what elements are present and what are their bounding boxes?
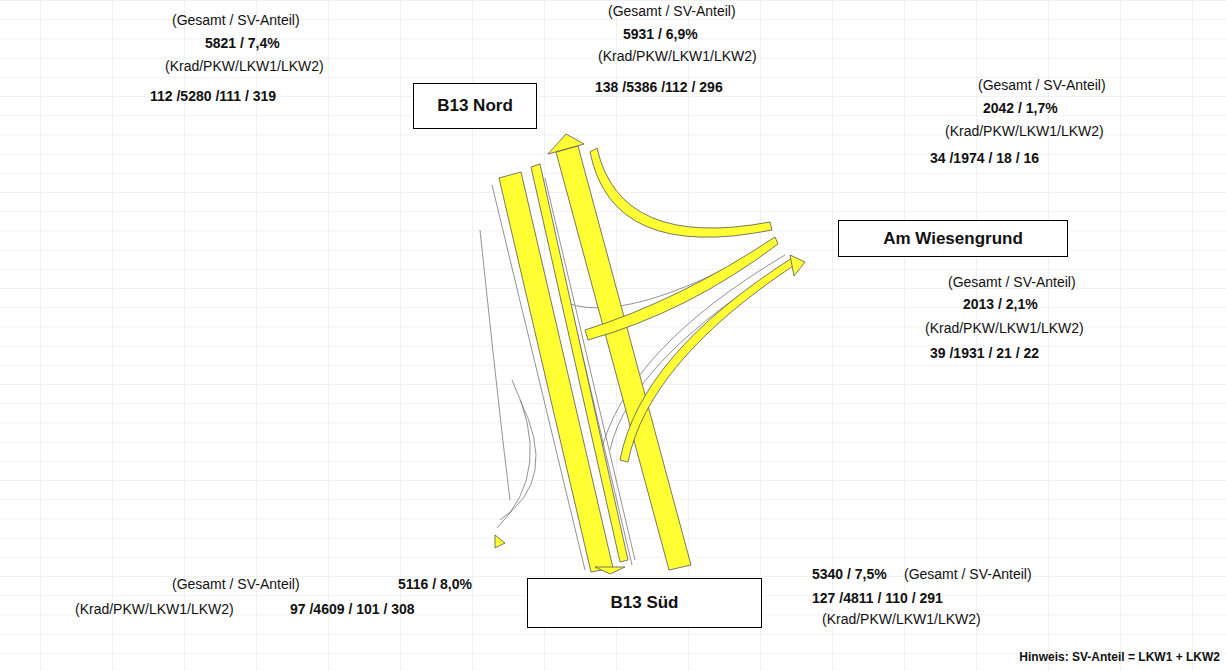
total-count: 5340 / 7,5% (812, 566, 887, 583)
class-counts: 39 /1931 / 21 / 22 (930, 345, 1039, 362)
total-count: 5116 / 8,0% (398, 576, 472, 593)
total-count: 2042 / 1,7% (983, 100, 1058, 117)
road-name-box: B13 Süd (527, 578, 762, 628)
class-counts: 97 /4609 / 101 / 308 (290, 601, 415, 618)
class-heading: (Krad/PKW/LKW1/LKW2) (598, 48, 757, 65)
class-heading: (Krad/PKW/LKW1/LKW2) (822, 611, 981, 628)
road-name-box: Am Wiesengrund (838, 220, 1068, 257)
note: Hinweis: SV-Anteil = LKW1 + LKW2 (1019, 649, 1220, 666)
count-heading: (Gesamt / SV-Anteil) (948, 274, 1076, 291)
class-heading: (Krad/PKW/LKW1/LKW2) (945, 123, 1104, 140)
count-heading: (Gesamt / SV-Anteil) (172, 576, 300, 593)
count-heading: (Gesamt / SV-Anteil) (608, 3, 736, 20)
count-heading: (Gesamt / SV-Anteil) (978, 77, 1106, 94)
road-name: Am Wiesengrund (883, 229, 1023, 249)
total-count: 5821 / 7,4% (205, 35, 280, 52)
count-heading: (Gesamt / SV-Anteil) (172, 12, 300, 29)
count-heading: (Gesamt / SV-Anteil) (904, 566, 1032, 583)
road-name: B13 Süd (610, 593, 678, 613)
road-name-box: B13 Nord (413, 83, 537, 129)
road-bands (495, 134, 805, 574)
road-name: B13 Nord (437, 96, 513, 116)
class-heading: (Krad/PKW/LKW1/LKW2) (165, 58, 324, 75)
class-heading: (Krad/PKW/LKW1/LKW2) (925, 320, 1084, 337)
class-counts: 112 /5280 /111 / 319 (150, 88, 276, 105)
class-heading: (Krad/PKW/LKW1/LKW2) (75, 601, 234, 618)
total-count: 5931 / 6,9% (623, 26, 698, 43)
total-count: 2013 / 2,1% (963, 296, 1038, 313)
class-counts: 138 /5386 /112 / 296 (595, 79, 723, 96)
class-counts: 127 /4811 / 110 / 291 (812, 590, 943, 607)
class-counts: 34 /1974 / 18 / 16 (930, 150, 1039, 167)
